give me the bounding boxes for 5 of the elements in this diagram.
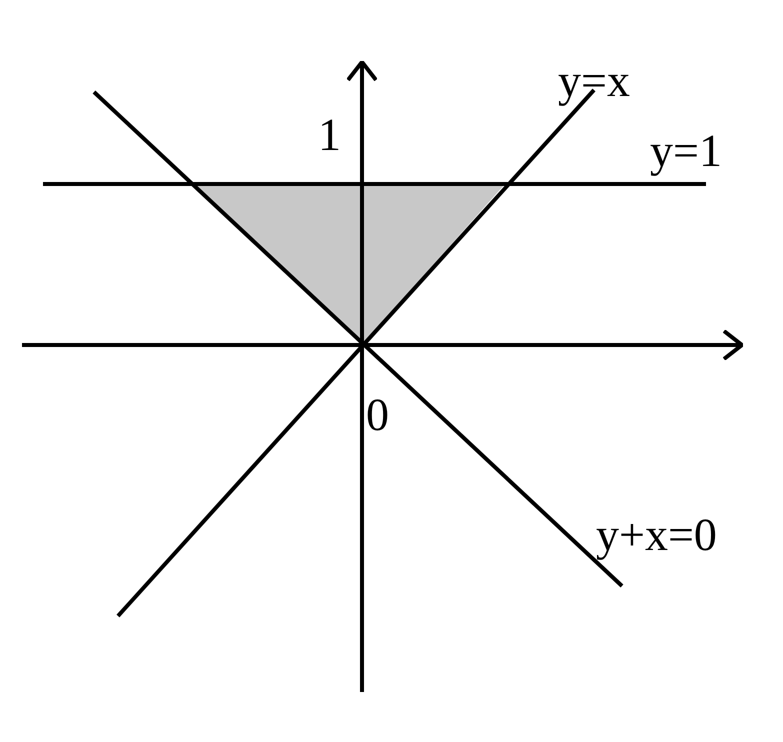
origin-label: 0 xyxy=(366,392,389,438)
line-label: y=x xyxy=(558,58,630,104)
line-label: y+x=0 xyxy=(596,512,717,558)
line-label: y=1 xyxy=(650,128,722,174)
tick-label: 1 xyxy=(318,112,341,158)
